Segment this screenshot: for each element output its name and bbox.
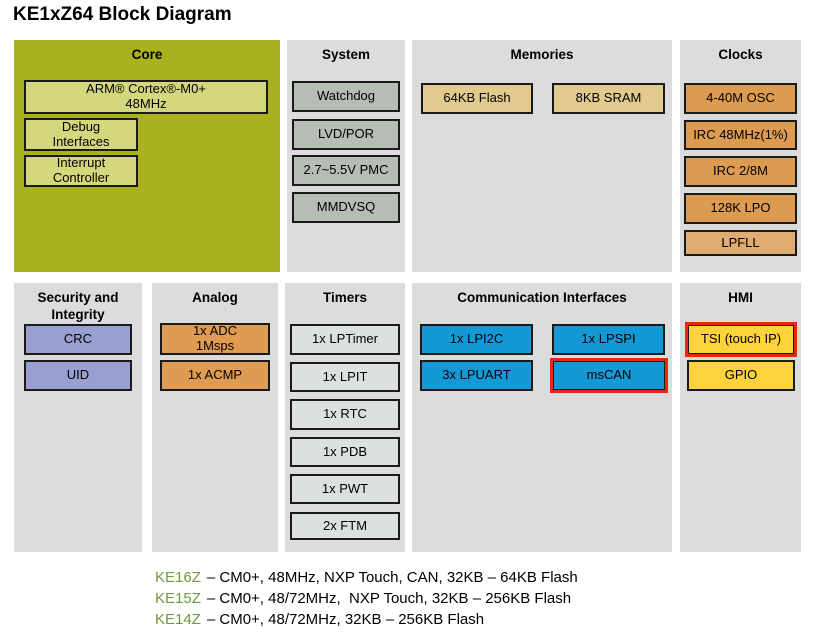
block-sram: 8KB SRAM: [552, 83, 665, 114]
block-irc-2-8m: IRC 2/8M: [684, 156, 797, 187]
block-lvd-por: LVD/POR: [292, 119, 400, 150]
block-uid: UID: [24, 360, 132, 391]
panel-security: Security and Integrity CRC UID: [14, 283, 142, 552]
block-lpspi: 1x LPSPI: [552, 324, 665, 355]
panel-analog: Analog 1x ADC 1Msps 1x ACMP: [152, 283, 278, 552]
panel-system-header: System: [321, 47, 371, 62]
panel-hmi: HMI TSI (touch IP) GPIO: [680, 283, 801, 552]
legend-desc: – CM0+, 48/72MHz, NXP Touch, 32KB – 256K…: [206, 590, 572, 607]
block-mscan: msCAN: [550, 358, 668, 393]
page-title: KE1xZ64 Block Diagram: [13, 4, 232, 25]
panel-hmi-header: HMI: [728, 290, 753, 305]
block-tsi: TSI (touch IP): [685, 322, 797, 357]
legend-model: KE15Z: [155, 590, 201, 607]
legend: KE16Z – CM0+, 48MHz, NXP Touch, CAN, 32KB…: [155, 567, 578, 630]
block-acmp: 1x ACMP: [160, 360, 270, 391]
block-osc: 4-40M OSC: [684, 83, 797, 114]
block-lpfll: LPFLL: [684, 230, 797, 256]
block-arm-cortex-m0: ARM® Cortex®-M0+ 48MHz: [24, 80, 268, 114]
block-irc-48mhz: IRC 48MHz(1%): [684, 120, 797, 150]
legend-model: KE16Z: [155, 569, 201, 586]
block-lpuart: 3x LPUART: [420, 360, 533, 391]
block-lpi2c: 1x LPI2C: [420, 324, 533, 355]
panel-security-header: Security and Integrity: [37, 290, 119, 322]
block-pdb: 1x PDB: [290, 437, 400, 467]
block-ftm: 2x FTM: [290, 512, 400, 540]
block-128k-lpo: 128K LPO: [684, 193, 797, 224]
legend-line-ke15z: KE15Z – CM0+, 48/72MHz, NXP Touch, 32KB –…: [155, 588, 578, 609]
block-gpio: GPIO: [687, 360, 795, 391]
panel-communication: Communication Interfaces 1x LPI2C 1x LPS…: [412, 283, 672, 552]
block-interrupt-controller: Interrupt Controller: [24, 155, 138, 187]
legend-desc: – CM0+, 48MHz, NXP Touch, CAN, 32KB – 64…: [206, 569, 578, 586]
panel-core-header: Core: [131, 47, 163, 62]
block-lpit: 1x LPIT: [290, 362, 400, 392]
panel-memories-header: Memories: [510, 47, 574, 62]
block-flash: 64KB Flash: [421, 83, 533, 114]
block-watchdog: Watchdog: [292, 81, 400, 112]
panel-timers: Timers 1x LPTimer 1x LPIT 1x RTC 1x PDB …: [285, 283, 405, 552]
block-pwt: 1x PWT: [290, 474, 400, 504]
panel-core: Core ARM® Cortex®-M0+ 48MHz Debug Interf…: [14, 40, 280, 272]
legend-line-ke14z: KE14Z – CM0+, 48/72MHz, 32KB – 256KB Flas…: [155, 609, 578, 630]
legend-line-ke16z: KE16Z – CM0+, 48MHz, NXP Touch, CAN, 32KB…: [155, 567, 578, 588]
block-lptimer: 1x LPTimer: [290, 324, 400, 355]
panel-timers-header: Timers: [322, 290, 368, 305]
panel-clocks-header: Clocks: [718, 47, 763, 62]
block-rtc: 1x RTC: [290, 399, 400, 430]
block-debug-interfaces: Debug Interfaces: [24, 118, 138, 151]
block-mmdvsq: MMDVSQ: [292, 192, 400, 223]
panel-communication-header: Communication Interfaces: [457, 290, 627, 305]
legend-model: KE14Z: [155, 611, 201, 628]
block-crc: CRC: [24, 324, 132, 355]
panel-clocks: Clocks 4-40M OSC IRC 48MHz(1%) IRC 2/8M …: [680, 40, 801, 272]
panel-memories: Memories 64KB Flash 8KB SRAM: [412, 40, 672, 272]
panel-analog-header: Analog: [192, 290, 238, 305]
block-adc: 1x ADC 1Msps: [160, 323, 270, 355]
block-pmc: 2.7~5.5V PMC: [292, 155, 400, 186]
legend-desc: – CM0+, 48/72MHz, 32KB – 256KB Flash: [206, 611, 485, 628]
panel-system: System Watchdog LVD/POR 2.7~5.5V PMC MMD…: [287, 40, 405, 272]
